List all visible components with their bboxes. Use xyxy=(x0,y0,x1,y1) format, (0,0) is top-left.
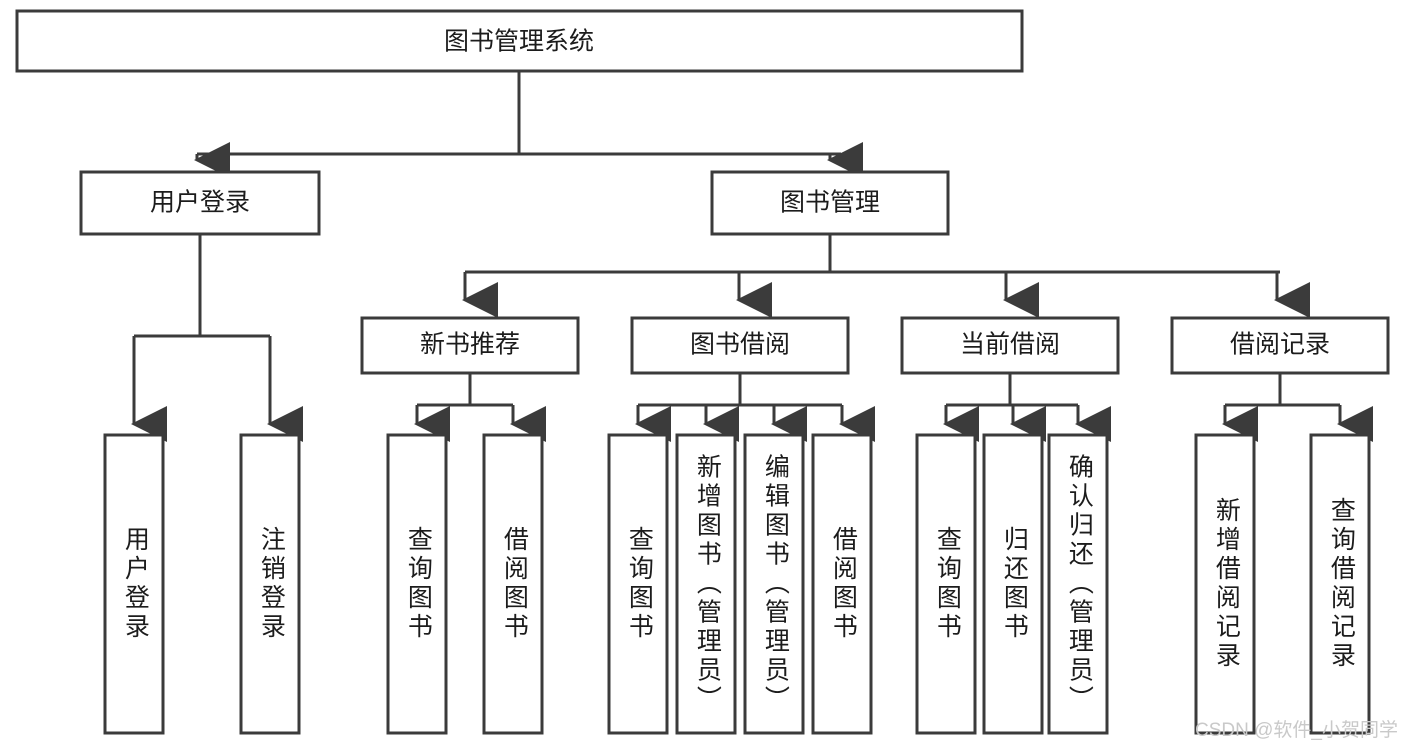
node-leaf-7[interactable]: 编辑图书（管理员） xyxy=(743,433,805,735)
node-leaf-8-label: 借阅图书 xyxy=(829,526,858,642)
node-leaf-10-box[interactable] xyxy=(982,433,1044,735)
edge-group-records-to-leaves xyxy=(1222,373,1373,442)
node-leaf-9-label: 查询图书 xyxy=(933,526,962,642)
node-newbook-box[interactable] xyxy=(360,316,580,375)
node-current-box[interactable] xyxy=(900,316,1120,375)
node-leaf-4[interactable]: 借阅图书 xyxy=(482,433,544,735)
node-leaf-1-box[interactable] xyxy=(103,433,165,735)
node-leaf-12-label: 新增借阅记录 xyxy=(1212,497,1241,671)
node-leaf-8[interactable]: 借阅图书 xyxy=(811,433,873,735)
node-leaf-13-label: 查询借阅记录 xyxy=(1327,497,1356,671)
node-records[interactable]: 借阅记录 xyxy=(1170,316,1390,375)
node-leaf-1-label: 用户登录 xyxy=(121,526,150,642)
node-leaf-9[interactable]: 查询图书 xyxy=(915,433,977,735)
node-bookmgmt-label: 图书管理 xyxy=(780,189,880,217)
node-records-label: 借阅记录 xyxy=(1230,331,1330,359)
node-leaf-11-label: 确认归还（管理员） xyxy=(1065,454,1094,715)
node-borrow[interactable]: 图书借阅 xyxy=(630,316,850,375)
node-leaf-5-box[interactable] xyxy=(607,433,669,735)
node-bookmgmt-box[interactable] xyxy=(710,170,950,236)
node-leaf-6-label: 新增图书（管理员） xyxy=(693,454,722,715)
node-leaf-2-label: 注销登录 xyxy=(257,526,286,642)
edge-group-root-to-level2 xyxy=(194,71,863,178)
node-leaf-7-label: 编辑图书（管理员） xyxy=(761,454,790,715)
csdn-watermark: CSDN @软件_小贺同学 xyxy=(1195,719,1398,741)
node-leaf-9-box[interactable] xyxy=(915,433,977,735)
node-newbook[interactable]: 新书推荐 xyxy=(360,316,580,375)
node-leaf-3-box[interactable] xyxy=(386,433,448,735)
edge-group-current-to-leaves xyxy=(943,373,1111,442)
node-root[interactable]: 图书管理系统 xyxy=(15,9,1024,73)
node-leaf-4-label: 借阅图书 xyxy=(500,526,529,642)
node-bookmgmt[interactable]: 图书管理 xyxy=(710,170,950,236)
node-newbook-label: 新书推荐 xyxy=(420,331,520,359)
node-leaf-8-box[interactable] xyxy=(811,433,873,735)
node-root-box[interactable] xyxy=(15,9,1024,73)
node-root-label: 图书管理系统 xyxy=(444,28,594,56)
node-login-box[interactable] xyxy=(79,170,321,236)
node-leaf-4-box[interactable] xyxy=(482,433,544,735)
node-leaf-3-label: 查询图书 xyxy=(404,526,433,642)
edge-group-borrow-to-leaves xyxy=(635,373,875,442)
node-borrow-label: 图书借阅 xyxy=(690,331,790,359)
node-leaf-7-box[interactable] xyxy=(743,433,805,735)
node-login-label: 用户登录 xyxy=(150,189,250,217)
node-leaf-5-label: 查询图书 xyxy=(625,526,654,642)
edge-group-bookmgmt-to-level3 xyxy=(462,234,1310,318)
node-leaf-2-box[interactable] xyxy=(239,433,301,735)
node-leaf-13[interactable]: 查询借阅记录 xyxy=(1309,433,1371,735)
node-current-label: 当前借阅 xyxy=(960,331,1060,359)
node-leaf-5[interactable]: 查询图书 xyxy=(607,433,669,735)
node-leaf-12-box[interactable] xyxy=(1194,433,1256,735)
node-leaf-13-box[interactable] xyxy=(1309,433,1371,735)
node-leaf-6[interactable]: 新增图书（管理员） xyxy=(675,433,737,735)
edge-group-login-to-leaves xyxy=(131,234,303,442)
node-leaf-1[interactable]: 用户登录 xyxy=(103,433,165,735)
node-leaf-10[interactable]: 归还图书 xyxy=(982,433,1044,735)
node-leaf-6-box[interactable] xyxy=(675,433,737,735)
node-leaf-11[interactable]: 确认归还（管理员） xyxy=(1047,433,1109,735)
node-borrow-box[interactable] xyxy=(630,316,850,375)
edge-group-newbook-to-leaves xyxy=(414,373,546,442)
node-leaf-2[interactable]: 注销登录 xyxy=(239,433,301,735)
node-leaf-11-box[interactable] xyxy=(1047,433,1109,735)
node-leaf-12[interactable]: 新增借阅记录 xyxy=(1194,433,1256,735)
node-leaf-3[interactable]: 查询图书 xyxy=(386,433,448,735)
node-records-box[interactable] xyxy=(1170,316,1390,375)
node-leaf-10-label: 归还图书 xyxy=(1000,526,1029,642)
node-login[interactable]: 用户登录 xyxy=(79,170,321,236)
node-current[interactable]: 当前借阅 xyxy=(900,316,1120,375)
